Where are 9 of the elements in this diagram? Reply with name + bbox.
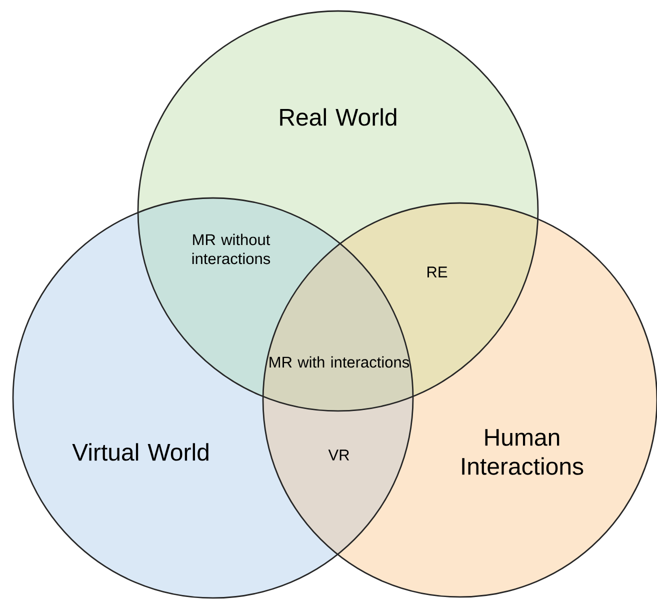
venn-circle (12, 197, 414, 599)
region-label: VR (328, 450, 350, 460)
region-label: RE (428, 266, 448, 278)
region-label: MR without interactions (192, 234, 270, 264)
circle-title: Real World (280, 108, 396, 126)
region-label: MR with interactions (270, 356, 410, 368)
venn-circle (137, 10, 539, 412)
circle-title: Human Interactions (462, 429, 584, 475)
circle-title: Virtual World (72, 443, 208, 461)
